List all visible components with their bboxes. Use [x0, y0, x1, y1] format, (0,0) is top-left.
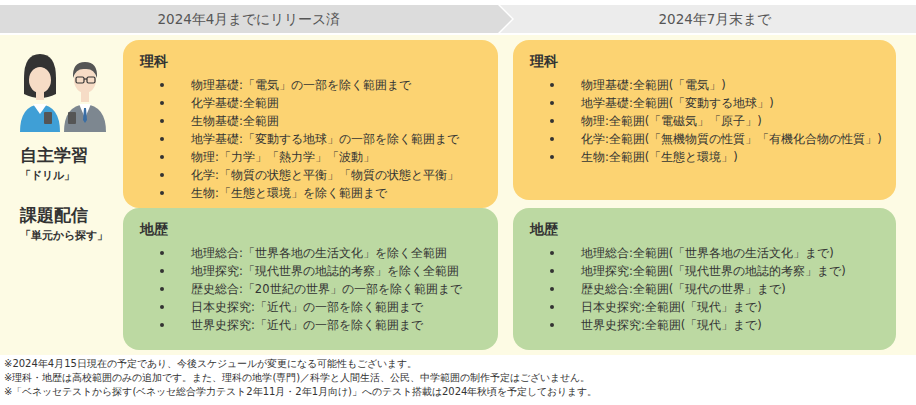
bullet-dot [160, 155, 164, 159]
bullet-dot [550, 101, 554, 105]
bullet-dot [160, 287, 164, 291]
bullet-dot [550, 323, 554, 327]
item-text: 歴史総合:全範囲(「現代の世界」まで) [581, 280, 786, 298]
subject-box: 地歴地理総合:「世界各地の生活文化」を除く全範囲地理探究:「現代世界の地誌的考察… [123, 208, 498, 350]
bullet-dot [160, 119, 164, 123]
list-item: 化学:全範囲(「無機物質の性質」「有機化合物の性質」) [530, 130, 886, 148]
bullet-dot [550, 119, 554, 123]
item-text: 化学:「物質の状態と平衡」「物質の状態と平衡」 [191, 166, 459, 184]
bullet-dot [550, 137, 554, 141]
list-item: 地理総合:全範囲(「世界各地の生活文化」まで) [530, 244, 886, 262]
item-text: 地理探究:「現代世界の地誌的考察」を除く全範囲 [191, 262, 459, 280]
item-text: 日本史探究:「近代」の一部を除く範囲まで [191, 298, 423, 316]
list-item: 地学基礎:全範囲(「変動する地球」) [530, 94, 886, 112]
item-text: 物理:「力学」「熱力学」「波動」 [191, 148, 375, 166]
bullet-dot [160, 251, 164, 255]
box-heading: 理科 [140, 52, 488, 70]
bullet-dot [550, 269, 554, 273]
bullet-dot [160, 83, 164, 87]
list-item: 歴史総合:「20世紀の世界」の一部を除く範囲まで [140, 280, 488, 298]
item-text: 物理:全範囲(「電磁気」「原子」) [581, 112, 762, 130]
item-text: 地学基礎:全範囲(「変動する地球」) [581, 94, 774, 112]
item-text: 物理基礎:「電気」の一部を除く範囲まで [191, 76, 411, 94]
list-item: 地理探究:全範囲(「現代世界の地誌的考察」まで) [530, 262, 886, 280]
list-item: 地理総合:「世界各地の生活文化」を除く全範囲 [140, 244, 488, 262]
item-text: 化学:全範囲(「無機物質の性質」「有機化合物の性質」) [581, 130, 882, 148]
item-text: 歴史総合:「20世紀の世界」の一部を除く範囲まで [191, 280, 462, 298]
list-item: 生物基礎:全範囲 [140, 112, 488, 130]
item-text: 世界史探究:「近代」の一部を除く範囲まで [191, 316, 423, 334]
list-item: 生物:「生態と環境」を除く範囲まで [140, 184, 488, 202]
list-item: 世界史探究:「近代」の一部を除く範囲まで [140, 316, 488, 334]
item-text: 地学基礎:「変動する地球」の一部を除く範囲まで [191, 130, 459, 148]
item-text: 地理総合:全範囲(「世界各地の生活文化」まで) [581, 244, 834, 262]
section-label: 「単元から探す」 [20, 228, 108, 243]
list-item: 化学基礎:全範囲 [140, 94, 488, 112]
section-label: 自主学習 [20, 144, 88, 167]
footnote: ※「ベネッセテストから探す(ベネッセ総合学力テスト2年11月・2年1月向け)」へ… [4, 385, 597, 399]
bullet-dot [550, 83, 554, 87]
timeline-band: 2024年4月までにリリース済 [0, 5, 512, 33]
bullet-dot [160, 269, 164, 273]
item-text: 物理基礎:全範囲(「電気」) [581, 76, 726, 94]
footnote: ※2024年4月15日現在の予定であり、今後スケジュールが変更になる可能性もござ… [4, 357, 417, 371]
item-text: 生物:「生態と環境」を除く範囲まで [191, 184, 387, 202]
bullet-dot [160, 101, 164, 105]
list-item: 物理:「力学」「熱力学」「波動」 [140, 148, 488, 166]
list-item: 物理:全範囲(「電磁気」「原子」) [530, 112, 886, 130]
item-text: 生物基礎:全範囲 [191, 112, 279, 130]
item-text: 地理総合:「世界各地の生活文化」を除く全範囲 [191, 244, 447, 262]
item-text: 地理探究:全範囲(「現代世界の地誌的考察」まで) [581, 262, 846, 280]
list-item: 地理探究:「現代世界の地誌的考察」を除く全範囲 [140, 262, 488, 280]
list-item: 日本史探究:全範囲(「現代」まで) [530, 298, 886, 316]
bullet-dot [160, 305, 164, 309]
list-item: 世界史探究:全範囲(「現代」まで) [530, 316, 886, 334]
bullet-dot [550, 305, 554, 309]
box-heading: 地歴 [140, 220, 488, 238]
bullet-dot [550, 155, 554, 159]
timeline-band: 2024年7月末まで [500, 5, 916, 33]
bullet-dot [550, 287, 554, 291]
list-item: 化学:「物質の状態と平衡」「物質の状態と平衡」 [140, 166, 488, 184]
band-title: 2024年7月末まで [500, 5, 916, 33]
list-item: 地学基礎:「変動する地球」の一部を除く範囲まで [140, 130, 488, 148]
section-label: 課題配信 [20, 204, 88, 227]
box-heading: 理科 [530, 52, 886, 70]
bullet-dot [160, 191, 164, 195]
band-fill [500, 5, 916, 33]
item-text: 化学基礎:全範囲 [191, 94, 279, 112]
bullet-dot [160, 137, 164, 141]
list-item: 物理基礎:全範囲(「電気」) [530, 76, 886, 94]
bullet-dot [160, 323, 164, 327]
section-label: 「ドリル」 [20, 168, 75, 183]
list-item: 生物:全範囲(「生態と環境」) [530, 148, 886, 166]
footnote: ※理科・地歴は高校範囲のみの追加です。また、理科の地学(専門)／科学と人間生活、… [4, 371, 590, 385]
list-item: 日本史探究:「近代」の一部を除く範囲まで [140, 298, 488, 316]
bullet-dot [160, 173, 164, 177]
box-heading: 地歴 [530, 220, 886, 238]
band-fill [0, 5, 512, 33]
subject-box: 理科物理基礎:全範囲(「電気」)地学基礎:全範囲(「変動する地球」)物理:全範囲… [513, 40, 896, 200]
item-text: 日本史探究:全範囲(「現代」まで) [581, 298, 762, 316]
list-item: 物理基礎:「電気」の一部を除く範囲まで [140, 76, 488, 94]
item-text: 世界史探究:全範囲(「現代」まで) [581, 316, 762, 334]
band-title: 2024年4月までにリリース済 [0, 5, 512, 33]
list-item: 歴史総合:全範囲(「現代の世界」まで) [530, 280, 886, 298]
subject-box: 理科物理基礎:「電気」の一部を除く範囲まで化学基礎:全範囲生物基礎:全範囲地学基… [123, 40, 498, 208]
bullet-dot [550, 251, 554, 255]
subject-box: 地歴地理総合:全範囲(「世界各地の生活文化」まで)地理探究:全範囲(「現代世界の… [513, 208, 896, 350]
item-text: 生物:全範囲(「生態と環境」) [581, 148, 738, 166]
people-icon [14, 48, 110, 132]
